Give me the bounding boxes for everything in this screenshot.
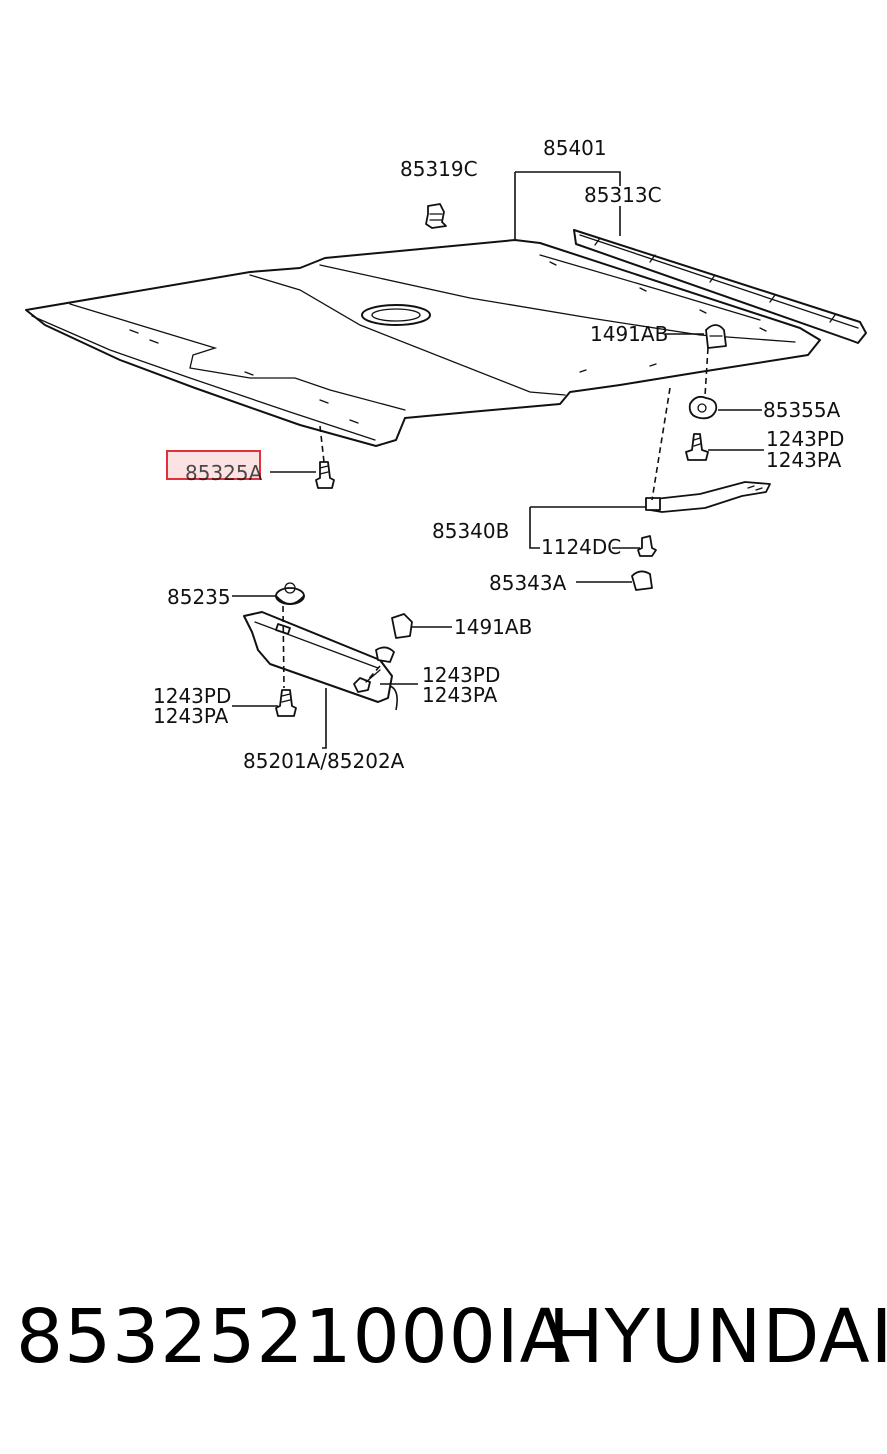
bolt-1124DC: [637, 535, 657, 557]
label-85235: 85235: [167, 585, 231, 609]
screw-1243-right: [685, 433, 709, 461]
label-1243PD-mid: 1243PD: [422, 663, 500, 687]
label-85340B: 85340B: [432, 519, 509, 543]
label-1243PA-right: 1243PA: [766, 448, 842, 472]
screw-1243-mid: [353, 669, 381, 693]
part-labels: 85401 85319C 85313C 1491AB 85355A 1243PD…: [153, 136, 844, 773]
label-1243PD-left: 1243PD: [153, 684, 231, 708]
label-85401: 85401: [543, 136, 607, 160]
screw-1243-left: [275, 689, 297, 717]
label-85325A: 85325A: [185, 461, 263, 485]
label-85201A-85202A: 85201A/85202A: [243, 749, 405, 773]
clip-1491AB-top: [705, 324, 727, 349]
label-1124DC: 1124DC: [541, 535, 621, 559]
grommet-85355A: [688, 395, 718, 420]
cap-85343A: [631, 570, 653, 591]
label-1243PD-right: 1243PD: [766, 427, 844, 451]
label-1491AB-top: 1491AB: [590, 322, 668, 346]
footer-part-number: 8532521000IA: [16, 1294, 572, 1380]
pin-85325A: [315, 461, 335, 489]
footer-brand: HYUNDAI: [548, 1294, 887, 1380]
roof-trim-strip: [573, 229, 867, 344]
headliner-panel: [25, 239, 821, 447]
leader-lines: [232, 171, 764, 749]
label-85313C: 85313C: [584, 183, 662, 207]
label-85343A: 85343A: [489, 571, 567, 595]
guide-lines: [282, 347, 709, 689]
label-85319C: 85319C: [400, 157, 478, 181]
assist-strap-85340B: [645, 481, 771, 513]
highlight-box: [166, 450, 261, 480]
holder-85235: [275, 582, 305, 605]
label-1243PA-mid: 1243PA: [422, 683, 498, 707]
sun-visor: [243, 611, 395, 703]
label-85355A: 85355A: [763, 398, 841, 422]
label-1491AB-lower: 1491AB: [454, 615, 532, 639]
label-1243PA-left: 1243PA: [153, 704, 229, 728]
clip-1491AB-lower: [391, 613, 413, 639]
clip-85319C: [425, 203, 447, 229]
